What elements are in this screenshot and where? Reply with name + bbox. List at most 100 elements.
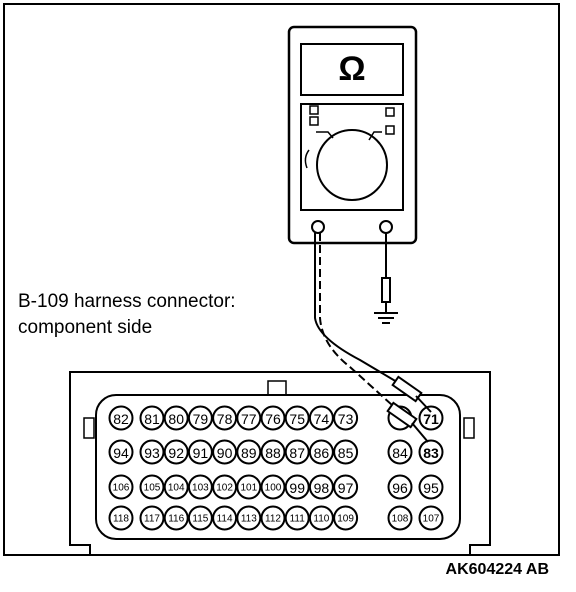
connector-pin-78: 78 (212, 405, 238, 431)
pin-label: 93 (144, 445, 160, 461)
pin-label: 71 (423, 411, 439, 427)
pin-label: 90 (217, 445, 233, 461)
connector-side-latch (463, 417, 475, 439)
connector-pin-100: 100 (260, 474, 286, 500)
pin-label: 100 (265, 483, 282, 494)
pin-label: 76 (265, 411, 281, 427)
pin-circle (308, 405, 334, 431)
connector-pin-71: 71 (418, 405, 444, 431)
probe-lead-pin-83 (319, 233, 429, 443)
pin-label: 75 (289, 411, 305, 427)
connector-pin-110: 110 (308, 505, 334, 531)
pin-circle (284, 405, 310, 431)
pin-label: 115 (192, 514, 208, 525)
connector-pin-111: 111 (284, 505, 310, 531)
pin-label: 82 (113, 411, 129, 427)
pin-circle (236, 505, 262, 531)
connector-pin-96: 96 (387, 474, 413, 500)
connector-pin-106: 106 (108, 474, 134, 500)
ground-lead (374, 233, 398, 324)
connector-label-line2: component side (18, 317, 152, 338)
pin-circle (260, 405, 286, 431)
pin-circle (284, 505, 310, 531)
pin-label: 109 (337, 514, 354, 525)
pin-circle (163, 439, 189, 465)
pin-circle (187, 474, 213, 500)
connector-lock-tab (267, 380, 287, 396)
pin-circle (418, 474, 444, 500)
ohm-symbol: Ω (338, 50, 365, 88)
connector-face (95, 394, 461, 540)
connector-pin-76: 76 (260, 405, 286, 431)
pin-label: 81 (144, 411, 160, 427)
connector-pin-92: 92 (163, 439, 189, 465)
pin-label: 85 (338, 445, 354, 461)
connector-pin-91: 91 (187, 439, 213, 465)
connector-pin-116: 116 (163, 505, 189, 531)
pin-label: 84 (392, 445, 408, 461)
pin-label: 118 (113, 514, 129, 525)
pin-label: 116 (168, 514, 184, 525)
range-dial-icon (316, 129, 388, 201)
pin-circle (284, 474, 310, 500)
connector-pin-113: 113 (236, 505, 262, 531)
pin-label: 97 (338, 480, 354, 496)
pin-circle (212, 474, 238, 500)
pin-circle (108, 405, 134, 431)
pin-circle (139, 474, 165, 500)
ground-probe-icon (381, 277, 391, 303)
multimeter: Ω (287, 25, 418, 245)
pin-label: 117 (144, 514, 160, 525)
pin-circle (212, 439, 238, 465)
pin-circle (260, 505, 286, 531)
dial-tick-icon (368, 131, 382, 141)
connector-pin-118: 118 (108, 505, 134, 531)
range-mark-icon (309, 105, 319, 115)
pin-label: 108 (392, 514, 409, 525)
pin-label: 107 (423, 514, 440, 525)
pin-label: 80 (168, 411, 184, 427)
connector-pin-109: 109 (333, 505, 359, 531)
connector-pin-90: 90 (212, 439, 238, 465)
connector-pin-83: 83 (418, 439, 444, 465)
pin-circle (163, 474, 189, 500)
connector-pin-93: 93 (139, 439, 165, 465)
pin-circle (187, 405, 213, 431)
pin-circle (308, 474, 334, 500)
pin-circle (387, 505, 413, 531)
pin-label: 77 (241, 411, 257, 427)
pin-label: 102 (216, 483, 233, 494)
connector-pin-86: 86 (308, 439, 334, 465)
connector-pin-79: 79 (187, 405, 213, 431)
pin-circle (333, 474, 359, 500)
connector-pin-75: 75 (284, 405, 310, 431)
pin-label: 83 (423, 445, 439, 461)
range-mark-icon (385, 107, 395, 117)
pin-circle (387, 439, 413, 465)
pin-label: 112 (265, 514, 281, 525)
pin-label: 96 (392, 480, 408, 496)
pin-label: 92 (168, 445, 184, 461)
pin-label: 111 (290, 514, 306, 525)
pin-circle (108, 439, 134, 465)
pin-label: 114 (217, 514, 233, 525)
connector-pin-97: 97 (333, 474, 359, 500)
pin-label: 106 (113, 483, 130, 494)
pin-circle (108, 474, 134, 500)
connector-pin-73: 73 (333, 405, 359, 431)
connector-pin-108: 108 (387, 505, 413, 531)
com-jack-icon (311, 220, 325, 234)
connector-pin-88: 88 (260, 439, 286, 465)
pin-circle (284, 439, 310, 465)
connector-pin-115: 115 (187, 505, 213, 531)
pin-circle (333, 405, 359, 431)
pin-label: 89 (241, 445, 257, 461)
pin-label: 78 (217, 411, 233, 427)
pin-circle (212, 505, 238, 531)
pin-label: 113 (241, 514, 257, 525)
connector-pin-103: 103 (187, 474, 213, 500)
connector-pin-105: 105 (139, 474, 165, 500)
pin-label: 110 (313, 514, 329, 525)
